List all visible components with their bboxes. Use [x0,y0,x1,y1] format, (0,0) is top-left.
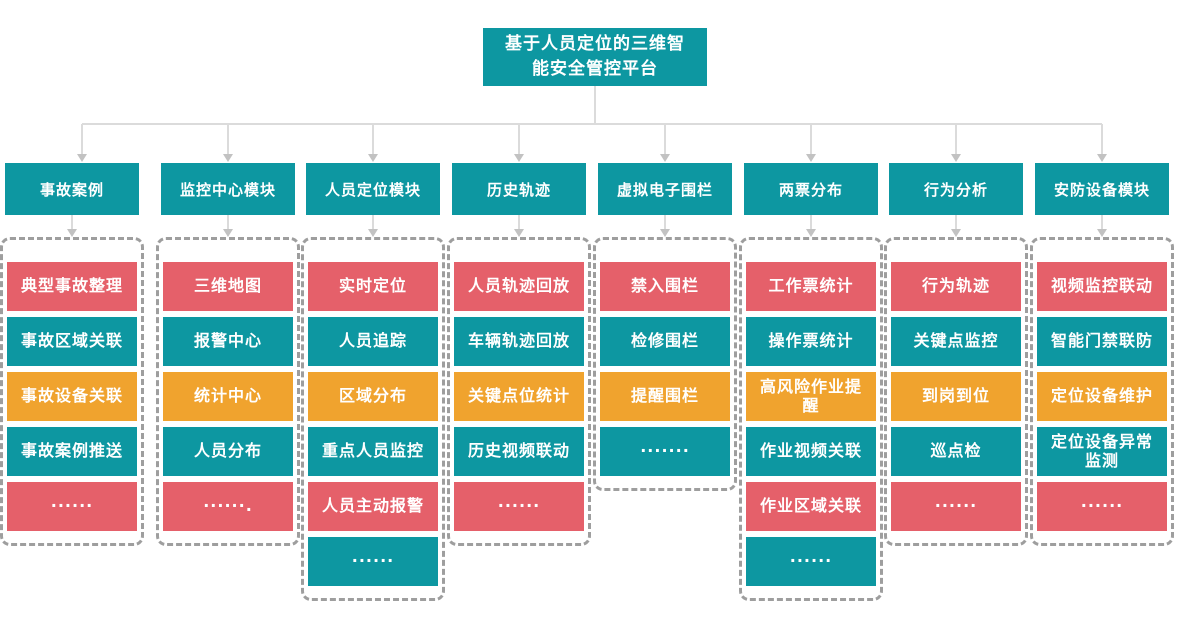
module-header: 虚拟电子围栏 [598,163,732,215]
root-node: 基于人员定位的三维智 能安全管控平台 [483,28,707,86]
module-header: 监控中心模块 [161,163,295,215]
module-column-virtual-fence: 虚拟电子围栏 禁入围栏 检修围栏 提醒围栏 ······· [593,163,737,491]
feature-item: 典型事故整理 [7,262,137,311]
feature-item: 操作票统计 [746,317,876,366]
feature-item: 工作票统计 [746,262,876,311]
feature-item: 人员追踪 [308,317,438,366]
feature-item: 人员分布 [163,427,293,476]
feature-item: 巡点检 [891,427,1021,476]
feature-item: 视频监控联动 [1037,262,1167,311]
connector-line [71,215,73,230]
feature-item: 报警中心 [163,317,293,366]
feature-group: 禁入围栏 检修围栏 提醒围栏 ······· [593,237,737,491]
feature-item: 关键点监控 [891,317,1021,366]
feature-item: 统计中心 [163,372,293,421]
connector-line [372,215,374,230]
feature-group: 实时定位 人员追踪 区域分布 重点人员监控 人员主动报警 ······ [301,237,445,601]
arrow-down-icon [951,229,961,237]
feature-group: 行为轨迹 关键点监控 到岗到位 巡点检 ······ [884,237,1028,546]
feature-item: ······ [7,482,137,531]
arrow-down-icon [67,229,77,237]
connector-line [227,215,229,230]
connector-line [1101,215,1103,230]
feature-item: ······ [891,482,1021,531]
feature-item: 人员轨迹回放 [454,262,584,311]
feature-item: 事故设备关联 [7,372,137,421]
feature-item: 定位设备异常 监测 [1037,427,1167,476]
feature-group: 典型事故整理 事故区域关联 事故设备关联 事故案例推送 ······ [0,237,144,546]
feature-item: 检修围栏 [600,317,730,366]
feature-group: 人员轨迹回放 车辆轨迹回放 关键点位统计 历史视频联动 ······ [447,237,591,546]
feature-group: 工作票统计 操作票统计 高风险作业提 醒 作业视频关联 作业区域关联 ·····… [739,237,883,601]
module-header: 行为分析 [889,163,1023,215]
connector-line [955,215,957,230]
module-column-accident-cases: 事故案例 典型事故整理 事故区域关联 事故设备关联 事故案例推送 ······ [0,163,144,546]
feature-item: 作业区域关联 [746,482,876,531]
feature-item: 事故区域关联 [7,317,137,366]
feature-item: 历史视频联动 [454,427,584,476]
module-column-personnel-location: 人员定位模块 实时定位 人员追踪 区域分布 重点人员监控 人员主动报警 ····… [301,163,445,601]
feature-item: 车辆轨迹回放 [454,317,584,366]
feature-item: ······ [454,482,584,531]
connector-line [810,215,812,230]
feature-item: 重点人员监控 [308,427,438,476]
feature-item: 提醒围栏 [600,372,730,421]
arrow-down-icon [223,229,233,237]
connector-line [664,215,666,230]
feature-item: 区域分布 [308,372,438,421]
module-header: 人员定位模块 [306,163,440,215]
feature-item: 实时定位 [308,262,438,311]
feature-group: 视频监控联动 智能门禁联防 定位设备维护 定位设备异常 监测 ······ [1030,237,1174,546]
arrow-down-icon [806,229,816,237]
module-header: 历史轨迹 [452,163,586,215]
module-column-history-track: 历史轨迹 人员轨迹回放 车辆轨迹回放 关键点位统计 历史视频联动 ······ [447,163,591,546]
module-column-two-tickets: 两票分布 工作票统计 操作票统计 高风险作业提 醒 作业视频关联 作业区域关联 … [739,163,883,601]
root-title-line1: 基于人员定位的三维智 [505,34,685,54]
feature-group: 三维地图 报警中心 统计中心 人员分布 ······. [156,237,300,546]
connector-line [518,215,520,230]
feature-item: ······ [1037,482,1167,531]
arrow-down-icon [660,229,670,237]
arrow-down-icon [368,229,378,237]
feature-item: 人员主动报警 [308,482,438,531]
module-header: 安防设备模块 [1035,163,1169,215]
feature-item: 关键点位统计 [454,372,584,421]
module-column-behavior-analysis: 行为分析 行为轨迹 关键点监控 到岗到位 巡点检 ······ [884,163,1028,546]
feature-item: ······· [600,427,730,476]
feature-item: ······ [308,537,438,586]
feature-item: ······ [746,537,876,586]
feature-item: 定位设备维护 [1037,372,1167,421]
root-title-line2: 能安全管控平台 [532,59,658,79]
feature-item: 作业视频关联 [746,427,876,476]
feature-item: 高风险作业提 醒 [746,372,876,421]
feature-item: ······. [163,482,293,531]
feature-item: 智能门禁联防 [1037,317,1167,366]
module-column-monitor-center: 监控中心模块 三维地图 报警中心 统计中心 人员分布 ······. [156,163,300,546]
feature-item: 事故案例推送 [7,427,137,476]
module-header: 事故案例 [5,163,139,215]
feature-item: 行为轨迹 [891,262,1021,311]
module-column-security-equipment: 安防设备模块 视频监控联动 智能门禁联防 定位设备维护 定位设备异常 监测 ··… [1030,163,1174,546]
arrow-down-icon [1097,229,1107,237]
arrow-down-icon [514,229,524,237]
feature-item: 到岗到位 [891,372,1021,421]
feature-item: 禁入围栏 [600,262,730,311]
feature-item: 三维地图 [163,262,293,311]
module-header: 两票分布 [744,163,878,215]
